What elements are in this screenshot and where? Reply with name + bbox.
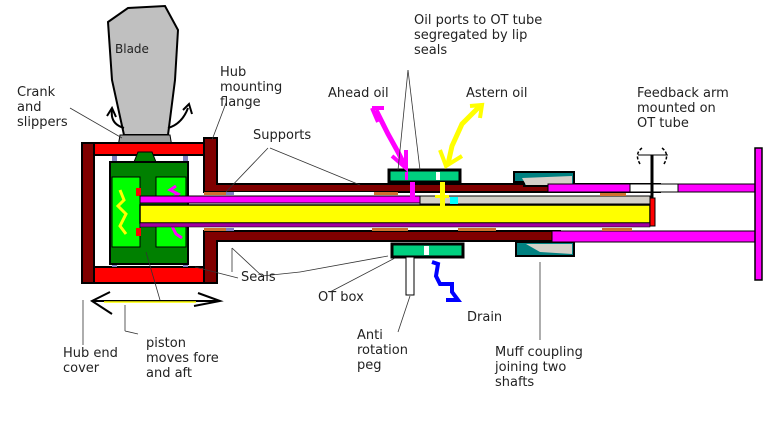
label-oil-ports: Oil ports to OT tube segregated by lip s… bbox=[414, 13, 543, 58]
label-muff-coupling: Muff coupling joining two shafts bbox=[495, 345, 583, 390]
feedback-arm-arrows bbox=[636, 147, 668, 165]
ot-box-top bbox=[387, 168, 462, 184]
label-blade: Blade bbox=[115, 42, 149, 56]
crank-slipper bbox=[133, 151, 157, 163]
anti-rotation-peg bbox=[405, 256, 415, 296]
ahead-oil-annulus bbox=[139, 195, 421, 204]
support bbox=[372, 228, 408, 231]
hub-end-cover bbox=[81, 142, 95, 284]
support bbox=[204, 228, 226, 231]
astern-oil-flow bbox=[115, 189, 128, 235]
tail-shaft-bottom bbox=[551, 230, 757, 243]
label-crank-slippers: Crank and slippers bbox=[17, 85, 68, 130]
label-ahead-oil: Ahead oil bbox=[328, 86, 389, 101]
label-hub-mounting-flange: Hub mounting flange bbox=[220, 65, 283, 110]
support bbox=[374, 192, 398, 195]
label-drain: Drain bbox=[467, 310, 503, 325]
ot-tube-inner-yellow bbox=[139, 204, 651, 224]
label-seals: Seals bbox=[241, 270, 276, 285]
astern-oil-port bbox=[440, 182, 445, 206]
label-piston: piston moves fore and aft bbox=[146, 336, 219, 381]
label-ot-box: OT box bbox=[318, 290, 364, 305]
hub-bottom-red bbox=[93, 266, 205, 284]
label-anti-rotation-peg: Anti rotation peg bbox=[357, 328, 408, 373]
label-hub-end-cover: Hub end cover bbox=[63, 346, 118, 376]
blade bbox=[106, 4, 180, 136]
drain-arrow bbox=[431, 260, 462, 302]
tail-shaft-top bbox=[547, 183, 631, 193]
astern-oil-arrow bbox=[445, 104, 482, 165]
support bbox=[458, 228, 496, 231]
blade-rotation-arrow-right bbox=[167, 107, 189, 129]
label-feedback-arm: Feedback arm mounted on OT tube bbox=[637, 86, 729, 131]
blade-rotation-arrow-left bbox=[110, 109, 125, 129]
label-astern-oil: Astern oil bbox=[466, 86, 528, 101]
astern-oil-annulus bbox=[139, 222, 651, 228]
label-supports: Supports bbox=[253, 128, 312, 143]
ot-tube-end-cap bbox=[649, 197, 656, 227]
tail-shaft-flange bbox=[754, 147, 763, 281]
ahead-oil-port bbox=[410, 182, 415, 200]
support bbox=[204, 192, 226, 195]
ahead-oil-arrow bbox=[373, 108, 407, 166]
